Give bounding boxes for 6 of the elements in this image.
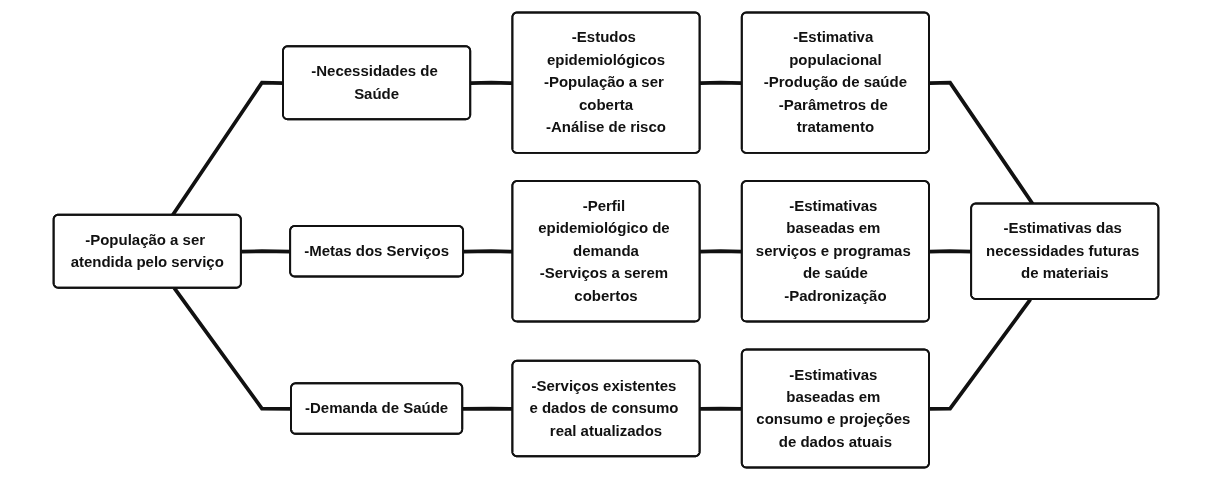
connector [470, 80, 513, 85]
connector [462, 406, 513, 411]
connector [241, 248, 291, 254]
connector [463, 248, 513, 254]
connector [929, 248, 972, 254]
connector [929, 297, 1032, 411]
